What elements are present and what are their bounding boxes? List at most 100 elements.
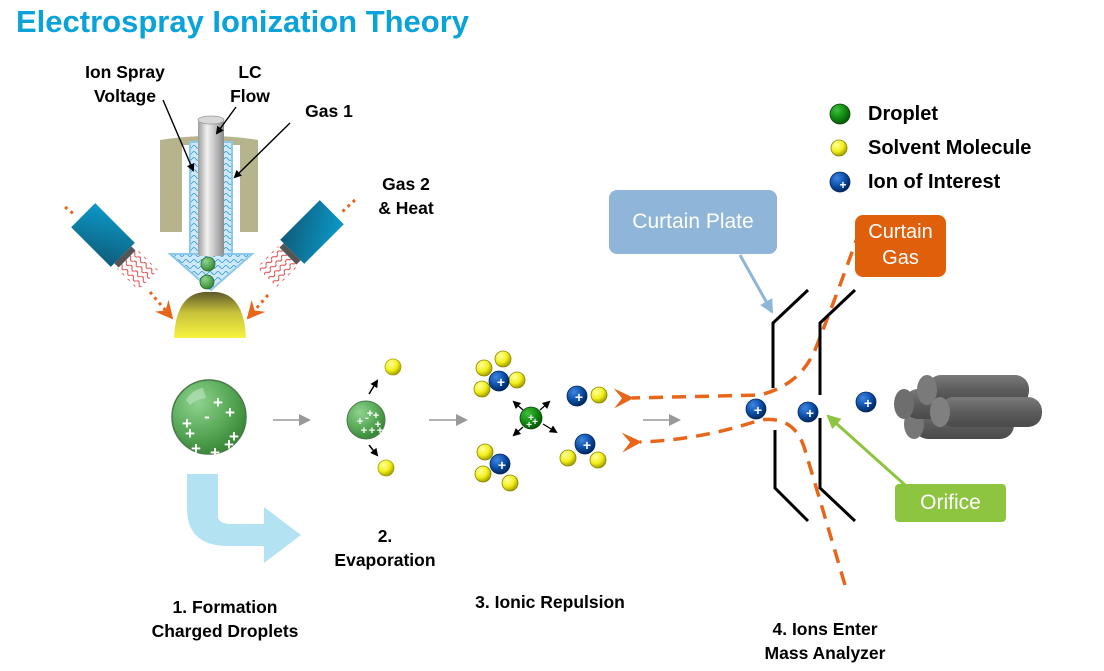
plus-charge: + <box>375 419 381 431</box>
lc-capillary-top <box>197 115 225 125</box>
gas2-line1: Gas 2 <box>382 174 430 194</box>
legend-solvent-molecule: Solvent Molecule <box>868 137 1032 159</box>
curtain-gas-callout: Curtain Gas <box>855 215 946 277</box>
evaporating-droplet-charges: +++++++- <box>357 408 383 437</box>
ion-source <box>64 99 357 338</box>
svg-text:+: + <box>839 178 846 192</box>
step-3-label: 3. Ionic Repulsion <box>440 590 660 614</box>
nebulizer-housing <box>160 136 258 232</box>
plus-charge: + <box>377 425 383 437</box>
solvent-molecule <box>589 451 607 469</box>
tip-droplet <box>199 274 215 290</box>
charged-droplet <box>171 379 247 455</box>
curtain-gas-flow-upper <box>613 229 862 409</box>
lc-flow-pointer <box>215 106 237 135</box>
heater-left <box>71 203 159 291</box>
legend-solvent-icon <box>830 139 848 157</box>
quadrupole-mass-analyzer <box>894 375 1042 439</box>
ion-of-interest: + <box>574 433 596 455</box>
plus-charge: + <box>806 405 814 421</box>
gas2-flow-left-in <box>64 205 76 217</box>
lc-flow-line1: LC <box>238 62 262 82</box>
plus-charge: + <box>532 417 538 428</box>
solvent-molecule <box>474 465 492 483</box>
evaporation-arrow <box>368 444 379 457</box>
curtain-plate-callout: Curtain Plate <box>609 190 777 254</box>
curtain-plate <box>771 288 810 523</box>
plus-charge: + <box>224 435 234 454</box>
orifice-pointer <box>826 414 907 487</box>
plus-charge: + <box>497 374 505 390</box>
step-4-label: 4. Ions Enter Mass Analyzer <box>740 617 910 665</box>
plus-charge: + <box>225 403 235 422</box>
tip-droplet <box>200 256 216 272</box>
plus-charge: + <box>357 416 363 428</box>
lc-flow-line2: Flow <box>230 86 270 106</box>
solvent-molecule <box>475 359 493 377</box>
curtain-gas-line2: Gas <box>882 247 919 269</box>
orifice-plate <box>818 288 857 523</box>
gas2-flow-left-out <box>148 291 174 320</box>
minus-charge: - <box>365 412 369 424</box>
legend-ion-of-interest: Ion of Interest <box>868 171 1001 193</box>
solvent-molecule <box>476 443 494 461</box>
legend-ion-icon: + <box>829 171 851 193</box>
step-4-line1: 4. Ions Enter <box>772 619 878 639</box>
ion-spray-voltage-line2: Voltage <box>94 86 156 106</box>
page-title: Electrospray Ionization Theory <box>16 4 470 39</box>
step-1-label: 1. Formation Charged Droplets <box>130 595 320 643</box>
solvent-molecule <box>501 474 519 492</box>
plus-charge: + <box>369 425 375 437</box>
plus-charge: + <box>229 427 239 446</box>
plus-charge: + <box>361 425 367 437</box>
step-2-line1: 2. <box>377 526 393 546</box>
step-1-line1: 1. Formation <box>172 597 278 617</box>
gas2-heat-label: Gas 2 & Heat <box>364 172 448 220</box>
heater-right <box>256 200 344 288</box>
orifice-callout: Orifice <box>895 484 1006 522</box>
evaporating-droplet <box>346 400 386 440</box>
plus-charge: + <box>754 402 762 418</box>
entering-ions: +++ <box>745 391 877 423</box>
repulsion-arrow <box>512 426 524 437</box>
ion-of-interest: + <box>566 385 588 407</box>
plus-charge: + <box>367 408 373 420</box>
solvent-molecule <box>384 358 402 376</box>
step-3-line1: 3. Ionic Repulsion <box>475 592 625 612</box>
step-4-line2: Mass Analyzer <box>764 643 886 663</box>
step-2-line2: Evaporation <box>334 550 436 570</box>
process-bend-arrow <box>187 474 301 563</box>
lc-flow-label: LC Flow <box>220 60 280 108</box>
ionic-repulsion-cluster: +++++++ <box>473 350 608 492</box>
legend-droplet-icon <box>829 103 851 125</box>
ion-of-interest: + <box>797 401 819 423</box>
plus-charge: + <box>526 420 532 431</box>
curtain-plate-pointer <box>738 254 774 314</box>
ion-of-interest: + <box>488 370 510 392</box>
step-1-line2: Charged Droplets <box>151 621 299 641</box>
solvent-molecule <box>590 386 608 404</box>
ion-of-interest: + <box>745 398 767 420</box>
curtain-gas-flow-lower <box>621 417 847 586</box>
plus-charge: + <box>213 393 223 412</box>
solvent-molecule <box>559 449 577 467</box>
ion-spray-voltage-label: Ion Spray Voltage <box>70 60 180 108</box>
gas2-flow-right-out <box>246 294 270 320</box>
plus-charge: + <box>498 457 506 473</box>
plus-charge: + <box>575 389 583 405</box>
droplet-charges: ++++++++- <box>182 393 239 462</box>
spray-plume <box>174 291 246 338</box>
curtain-gas-line1: Curtain <box>868 221 933 243</box>
step-2-label: 2. Evaporation <box>315 524 455 572</box>
repulsion-arrow <box>542 423 558 434</box>
solvent-molecule <box>473 380 491 398</box>
plus-charge: + <box>528 413 534 424</box>
ion-spray-voltage-pointer <box>162 99 195 172</box>
solvent-molecule <box>494 350 512 368</box>
repulsion-arrow <box>512 400 524 411</box>
plus-charge: + <box>210 443 220 462</box>
plus-charge: + <box>373 410 379 422</box>
lc-capillary <box>198 120 224 256</box>
minus-charge: - <box>204 407 210 426</box>
